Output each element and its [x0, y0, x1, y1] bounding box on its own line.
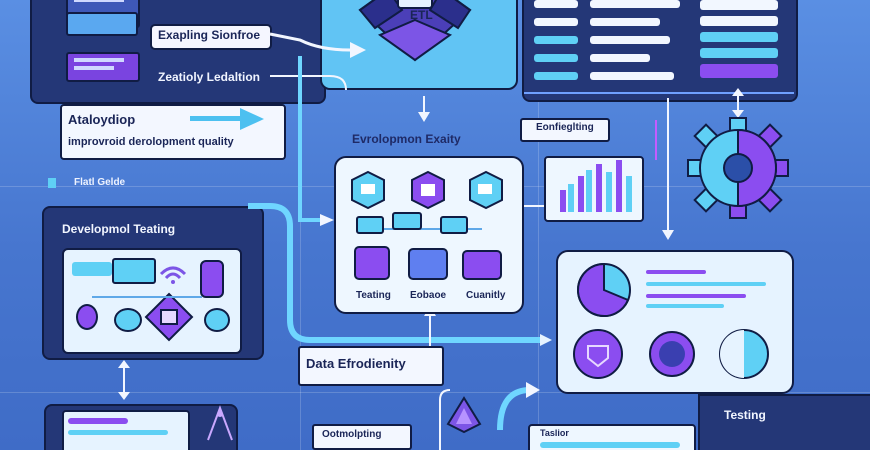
quality-label-testing: Teating	[356, 290, 391, 301]
record-cell	[700, 16, 778, 26]
quality-node	[356, 216, 384, 234]
analysis-subtitle: improvroid derolopment quality	[68, 136, 234, 148]
records-divider	[524, 92, 794, 94]
record-cell	[590, 36, 670, 44]
gear-icon	[687, 117, 789, 219]
arrow-right-icon	[240, 108, 264, 130]
top-label-box	[150, 24, 272, 50]
dev-connector	[92, 296, 202, 298]
quality-connector	[372, 228, 482, 230]
dev-node	[114, 308, 142, 332]
analysis-title: Ataloydiop	[68, 112, 136, 127]
dev-block	[72, 262, 112, 276]
engineering-tag: Eonfieglting	[536, 122, 594, 133]
testing-label: Testing	[724, 408, 766, 422]
quality-node	[392, 212, 422, 230]
chart-bar	[606, 172, 612, 212]
tool-icon	[207, 405, 233, 441]
etl-diamond	[358, 0, 472, 62]
dev-node	[76, 304, 98, 330]
record-cell	[534, 36, 578, 44]
dev-quality-heading: Evrolopmon Exaity	[352, 132, 461, 146]
chart-bar	[626, 176, 632, 212]
grid-line	[300, 0, 301, 450]
security-shield-icon	[144, 292, 194, 342]
flame-icon	[446, 396, 482, 434]
dev-device	[200, 260, 224, 298]
quality-label-quality: Cuanitly	[466, 290, 506, 301]
dashboard-line	[646, 294, 746, 298]
pie-chart-icon	[577, 262, 631, 317]
dashboard-line	[646, 304, 724, 308]
engineering-tag-box	[520, 118, 610, 142]
chart-bar	[578, 176, 584, 212]
quality-node	[440, 216, 468, 234]
bottom-right-line	[540, 442, 680, 448]
dev-testing-title: Developmol Teating	[62, 222, 176, 236]
bottom-tag-box	[312, 424, 412, 450]
source-line	[74, 58, 124, 62]
chart-bar	[586, 170, 592, 212]
data-label: Data Efrodienity	[306, 356, 406, 371]
chart-bar	[616, 160, 622, 212]
source-line	[74, 66, 114, 70]
record-cell	[534, 72, 578, 80]
top-label-2: Zeatioly Ledaltion	[158, 70, 261, 84]
record-cell	[700, 48, 778, 58]
dev-node	[204, 308, 230, 332]
quality-label-database: Eobaoe	[410, 290, 447, 301]
record-cell	[700, 32, 778, 42]
source-line	[74, 0, 124, 2]
dashboard-line	[646, 282, 766, 286]
chart-bar	[560, 190, 566, 212]
grid-line	[538, 0, 539, 450]
record-cell	[534, 54, 578, 62]
record-cell	[590, 72, 674, 80]
quality-tile	[354, 246, 390, 280]
record-cell	[590, 54, 650, 62]
dashboard-circles	[573, 329, 769, 379]
quality-icons-row	[351, 170, 503, 210]
etl-label: ETL	[410, 8, 433, 22]
quality-tile	[408, 248, 448, 280]
record-cell	[700, 0, 778, 10]
double-arrow-icon	[118, 360, 130, 400]
bottom-right-tag: Taslior	[540, 428, 569, 438]
dev-block	[112, 258, 156, 284]
chart-bar	[568, 184, 574, 212]
field-guide-marker	[48, 178, 56, 188]
analysis-arrow-shaft	[190, 116, 246, 121]
record-cell	[534, 0, 578, 8]
field-guide-label: Flatl Gelde	[74, 177, 126, 188]
bottom-left-line	[68, 430, 168, 435]
bottom-left-line	[68, 418, 128, 424]
record-cell	[590, 18, 660, 26]
source-block	[66, 12, 138, 36]
testing-panel	[698, 394, 870, 450]
record-cell	[700, 64, 778, 78]
wifi-icon	[159, 266, 187, 284]
data-label-box	[298, 346, 444, 386]
quality-tile	[462, 250, 502, 280]
top-label-1: Exapling Sionfroe	[158, 28, 261, 42]
record-cell	[534, 18, 578, 26]
dashboard-line	[646, 270, 706, 274]
grid-line	[0, 392, 870, 393]
chart-bar	[596, 164, 602, 212]
bottom-tag: Ootmolpting	[322, 429, 382, 440]
record-cell	[590, 0, 680, 8]
